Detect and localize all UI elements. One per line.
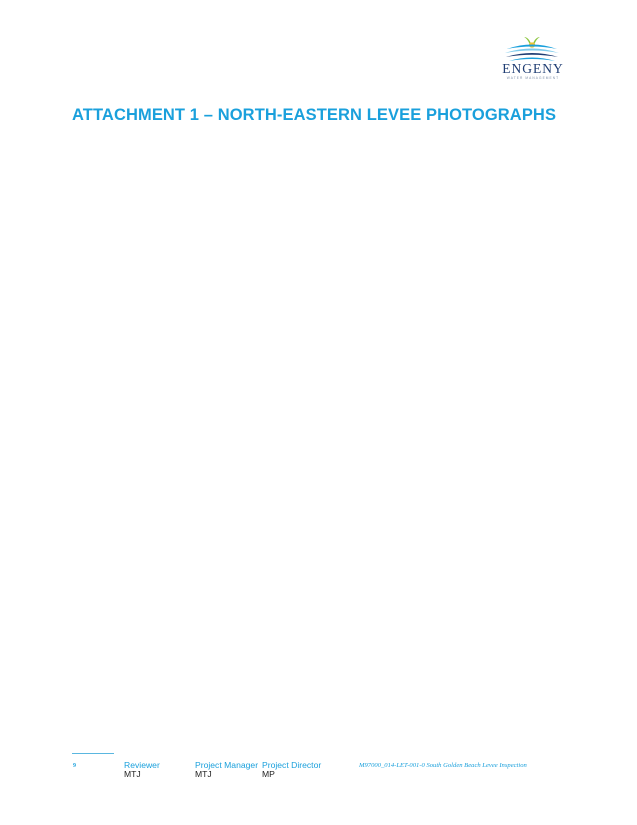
page-title: ATTACHMENT 1 – NORTH-EASTERN LEVEE PHOTO… (72, 106, 557, 124)
leaf-icon (524, 37, 531, 45)
wave-icon (507, 44, 557, 49)
document-reference: M97000_014-LET-001-0 South Golden Beach … (359, 762, 527, 769)
logo-wordmark: ENGENY (502, 61, 564, 76)
project-director-value: MP (262, 769, 275, 780)
footer-reviewer: Reviewer MTJ (124, 760, 160, 780)
leaf-icon (533, 37, 540, 45)
footer-project-manager: Project Manager MTJ (195, 760, 259, 780)
page-number: 9 (73, 763, 76, 769)
reviewer-value: MTJ (124, 769, 141, 780)
reviewer-label: Reviewer (124, 760, 160, 770)
wave-icon (505, 48, 559, 53)
wave-icon (506, 53, 558, 57)
footer-project-director: Project Director MP (262, 760, 322, 780)
wave-icon (509, 57, 555, 61)
project-manager-value: MTJ (195, 769, 212, 780)
engeny-logo: ENGENY WATER MANAGEMENT (497, 34, 569, 84)
logo-mark-icon (505, 37, 559, 61)
footer-divider (72, 753, 114, 754)
logo-tagline: WATER MANAGEMENT (506, 76, 560, 80)
project-director-label: Project Director (262, 760, 322, 770)
project-manager-label: Project Manager (195, 760, 259, 770)
